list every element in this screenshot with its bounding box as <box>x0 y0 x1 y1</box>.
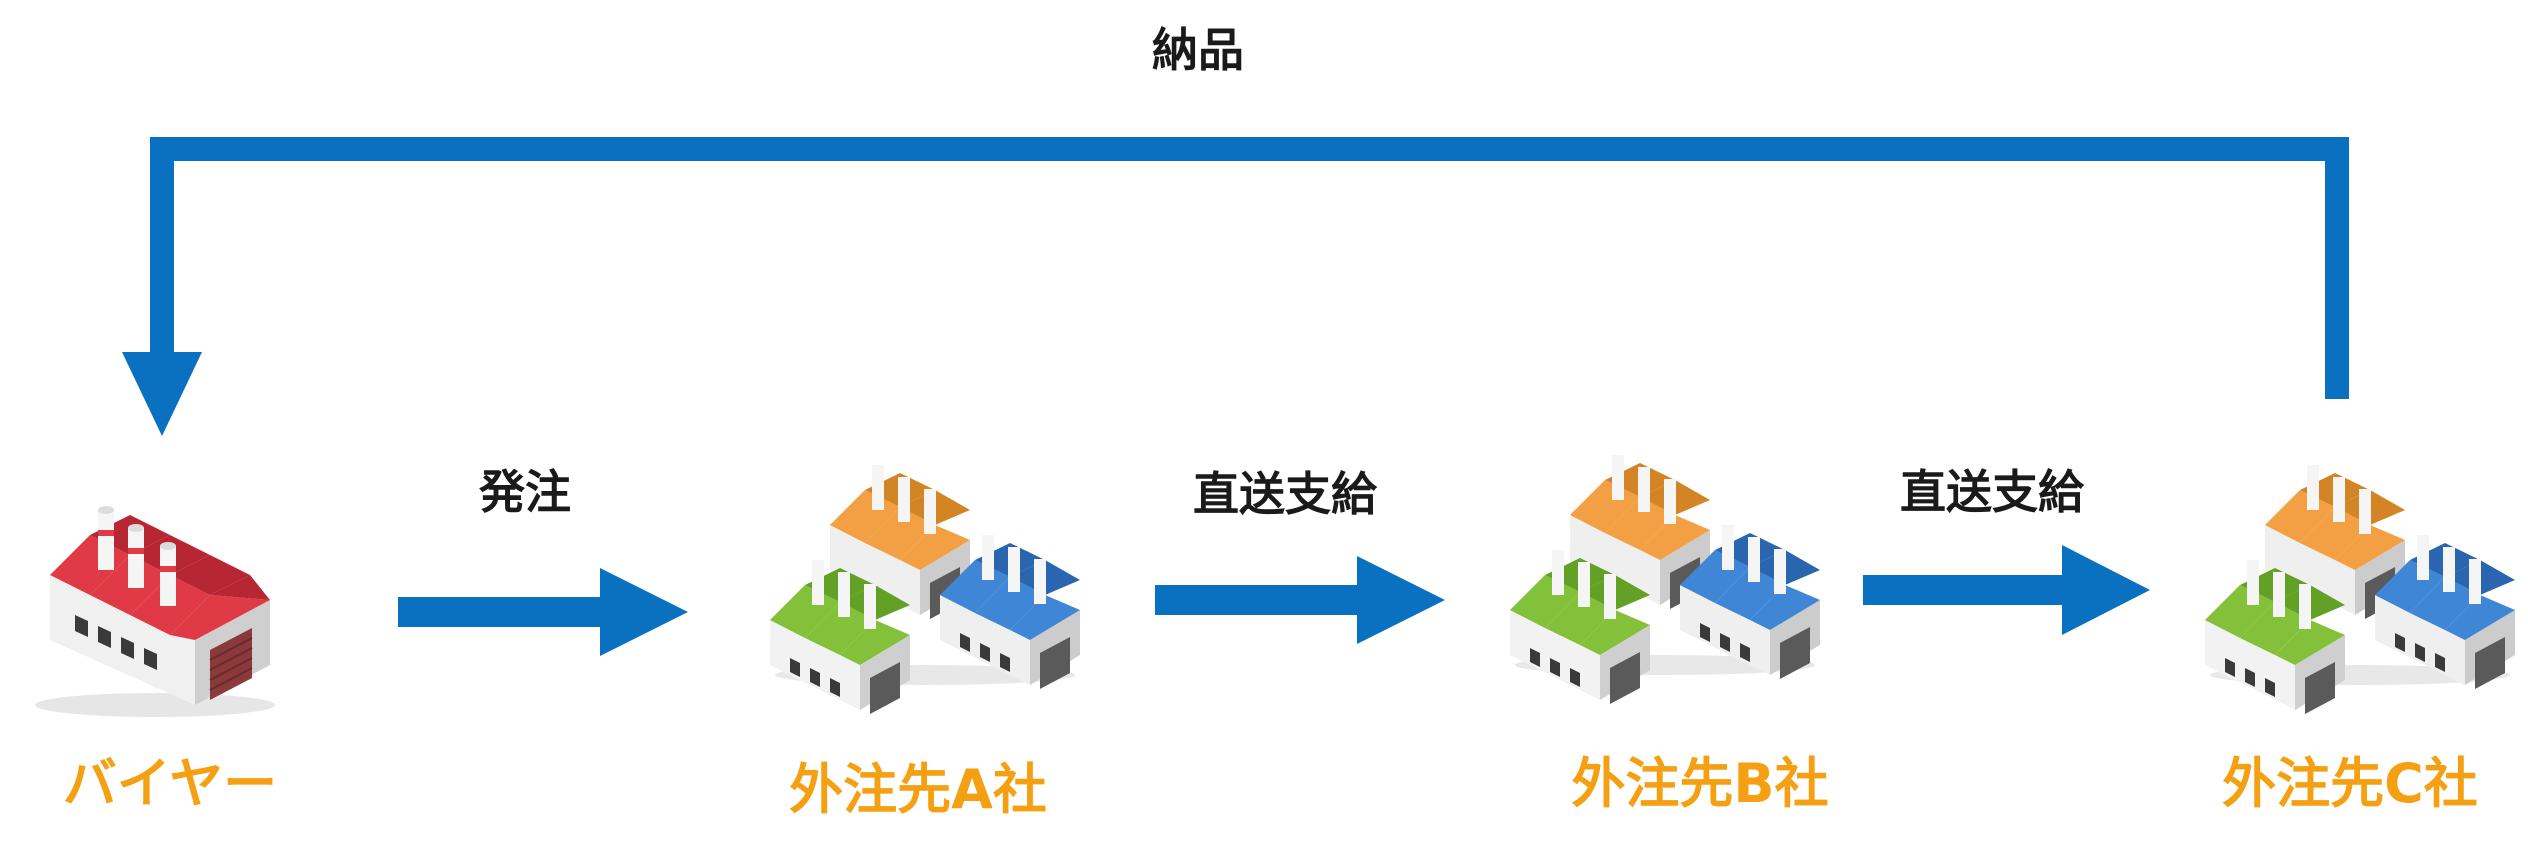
supplier-a-label: 外注先A社 <box>789 758 1047 821</box>
buyer-label: バイヤー <box>63 752 277 815</box>
order-label: 発注 <box>479 465 571 519</box>
supplier-b-factory-cluster-icon <box>1510 455 1820 704</box>
direct-supply-label-1: 直送支給 <box>1193 467 1378 521</box>
delivery-label: 納品 <box>1152 23 1244 77</box>
order-arrow <box>398 568 688 656</box>
supplier-b-label: 外注先B社 <box>1571 752 1828 815</box>
buyer-factory-icon <box>35 506 275 717</box>
direct-supply-arrow-2 <box>1863 545 2150 635</box>
direct-supply-label-2: 直送支給 <box>1900 465 2085 519</box>
delivery-arrow <box>122 137 2349 436</box>
supplier-c-factory-cluster-icon <box>2205 465 2515 714</box>
supplier-a-factory-cluster-icon <box>770 465 1080 714</box>
supplier-c-label: 外注先C社 <box>2222 752 2478 815</box>
direct-supply-arrow-1 <box>1155 556 1445 644</box>
